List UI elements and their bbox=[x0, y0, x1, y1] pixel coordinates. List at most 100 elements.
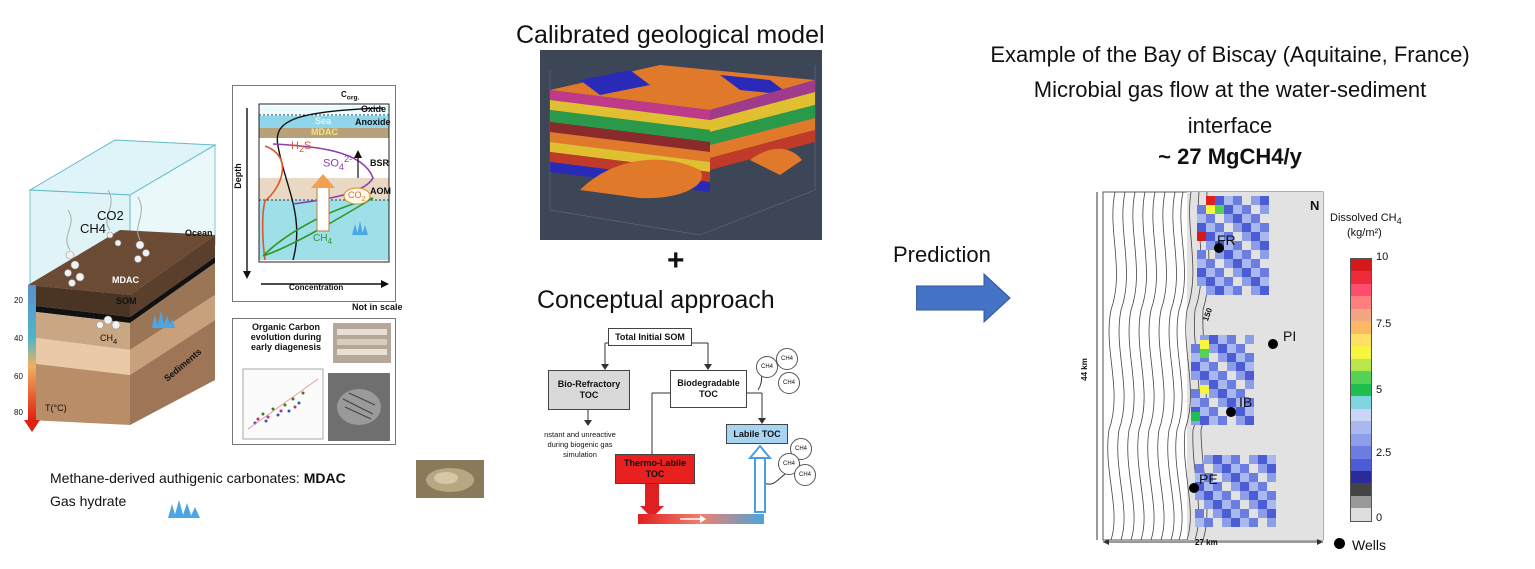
model-title: Calibrated geological model bbox=[516, 21, 825, 49]
heat-cell bbox=[1213, 455, 1222, 464]
heat-cell bbox=[1242, 250, 1251, 259]
colorbar-segment bbox=[1351, 470, 1371, 484]
anoxide-label: Anoxide bbox=[355, 117, 391, 127]
colorbar-tick: 5 bbox=[1376, 384, 1383, 396]
heat-cell bbox=[1240, 509, 1249, 518]
heat-cell bbox=[1200, 416, 1209, 425]
well-marker bbox=[1268, 339, 1278, 349]
heat-cell bbox=[1260, 286, 1269, 295]
ch4-profile-label: CH4 bbox=[313, 233, 333, 246]
gas-hydrate-icon bbox=[166, 498, 202, 518]
heat-cell bbox=[1249, 491, 1258, 500]
heat-cell bbox=[1249, 482, 1258, 491]
heat-cell bbox=[1242, 205, 1251, 214]
heat-cell bbox=[1191, 353, 1200, 362]
heat-cell bbox=[1195, 518, 1204, 527]
temp-tick: 60 bbox=[14, 372, 23, 381]
heat-cell bbox=[1204, 482, 1213, 491]
heat-cell bbox=[1191, 371, 1200, 380]
heat-cell bbox=[1218, 389, 1227, 398]
heat-cell bbox=[1227, 362, 1236, 371]
heat-cell bbox=[1206, 205, 1215, 214]
colorbar-segment bbox=[1351, 433, 1371, 447]
heat-cell bbox=[1191, 389, 1200, 398]
heat-cell bbox=[1224, 277, 1233, 286]
concentration-axis-label: Concentration bbox=[289, 283, 344, 292]
heat-cell bbox=[1215, 205, 1224, 214]
colorbar-segment bbox=[1351, 421, 1371, 434]
h2s-label: H2S bbox=[291, 140, 312, 155]
heat-cell bbox=[1209, 416, 1218, 425]
heat-cell bbox=[1267, 491, 1276, 500]
heat-cell bbox=[1260, 223, 1269, 232]
colorbar-unit: (kg/m²) bbox=[1347, 227, 1382, 239]
temp-tick: 40 bbox=[14, 334, 23, 343]
heat-cell bbox=[1245, 398, 1254, 407]
well-label-fr: FR bbox=[1217, 232, 1236, 248]
heat-cell bbox=[1204, 455, 1213, 464]
heat-cell bbox=[1195, 491, 1204, 500]
gas-hydrate-icon bbox=[351, 221, 371, 235]
well-label-pi: PI bbox=[1283, 328, 1297, 344]
colorbar-segment bbox=[1351, 346, 1371, 359]
heat-cell bbox=[1233, 286, 1242, 295]
ch4-label: CH4 bbox=[80, 221, 107, 236]
heat-cell bbox=[1200, 340, 1209, 349]
mdac-block-label: MDAC bbox=[112, 275, 139, 285]
heat-cell bbox=[1231, 482, 1240, 491]
heat-cell bbox=[1218, 335, 1227, 344]
ocean-label: Ocean bbox=[185, 228, 213, 238]
heat-cell bbox=[1260, 232, 1269, 241]
heat-cell bbox=[1215, 268, 1224, 277]
gas-flow-value: ~ 27 MgCH4/y bbox=[1158, 144, 1302, 169]
som-label: SOM bbox=[116, 296, 137, 306]
heat-cell bbox=[1213, 509, 1222, 518]
heat-cell bbox=[1209, 362, 1218, 371]
heat-cell bbox=[1240, 464, 1249, 473]
heat-cell bbox=[1215, 286, 1224, 295]
heat-cell bbox=[1206, 286, 1215, 295]
heat-cell bbox=[1236, 407, 1245, 416]
heat-cell bbox=[1206, 223, 1215, 232]
prediction-label: Prediction bbox=[893, 242, 991, 267]
colorbar-segment bbox=[1351, 383, 1371, 397]
heat-cell bbox=[1249, 518, 1258, 527]
heat-cell bbox=[1222, 464, 1231, 473]
heat-cell bbox=[1209, 407, 1218, 416]
ch4-bubble: CH4 bbox=[794, 464, 816, 486]
co2-profile-label: CO2 bbox=[348, 190, 366, 203]
heat-cell bbox=[1215, 277, 1224, 286]
mdac-profile-label: MDAC bbox=[311, 127, 338, 137]
heat-cell bbox=[1258, 500, 1267, 509]
heat-cell bbox=[1227, 353, 1236, 362]
heat-cell bbox=[1251, 286, 1260, 295]
heat-cell bbox=[1233, 223, 1242, 232]
heat-cell bbox=[1213, 482, 1222, 491]
not-in-scale-label: Not in scale bbox=[352, 302, 403, 312]
oxide-label: Oxide bbox=[361, 104, 387, 114]
gas-hydrate-legend: Gas hydrate bbox=[50, 493, 127, 509]
heat-cell bbox=[1251, 277, 1260, 286]
colorbar-segment bbox=[1351, 508, 1371, 521]
sediment-block-diagram bbox=[0, 135, 235, 435]
heat-cell bbox=[1204, 473, 1213, 482]
colorbar-tick: 7.5 bbox=[1376, 318, 1392, 330]
heat-cell bbox=[1231, 518, 1240, 527]
heat-cell bbox=[1195, 509, 1204, 518]
heat-cell bbox=[1218, 416, 1227, 425]
heat-cell bbox=[1222, 455, 1231, 464]
heat-cell bbox=[1209, 389, 1218, 398]
colorbar-tick: 10 bbox=[1376, 251, 1389, 263]
well-marker bbox=[1214, 243, 1224, 253]
ch4-block-small-label: CH4 bbox=[100, 333, 118, 346]
heat-cell bbox=[1240, 473, 1249, 482]
heat-cell bbox=[1227, 380, 1236, 389]
heat-cell bbox=[1249, 500, 1258, 509]
heat-cell bbox=[1204, 518, 1213, 527]
depth-axis-label: Depth bbox=[232, 163, 243, 189]
heat-cell bbox=[1195, 473, 1204, 482]
